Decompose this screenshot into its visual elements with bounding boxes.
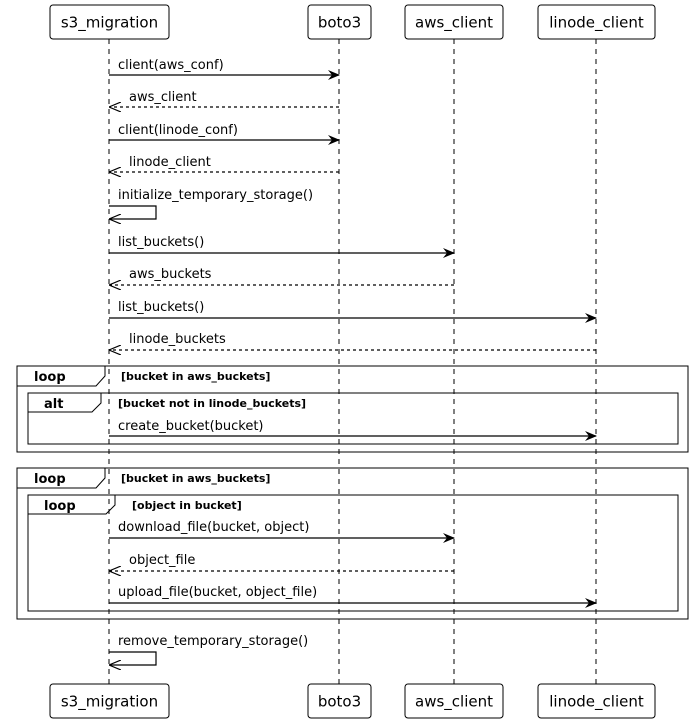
participant-label: linode_client (549, 14, 644, 33)
participant-label: aws_client (415, 693, 493, 712)
participant-label: boto3 (318, 693, 361, 711)
participant-box[interactable] (537, 683, 656, 719)
message-label: aws_buckets (129, 267, 212, 282)
fragment-frame (16, 365, 689, 453)
message-label: linode_buckets (129, 332, 226, 347)
message-label: object_file (129, 553, 195, 568)
lifelines (108, 39, 597, 684)
participant-label: boto3 (318, 14, 361, 32)
participants-top: s3_migration boto3 aws_client linode_cli… (49, 4, 656, 40)
fragment-tab (17, 366, 106, 387)
fragment-condition: [object in bucket] (132, 499, 242, 512)
message-label: list_buckets() (118, 235, 204, 250)
fragment-tab (28, 393, 102, 413)
fragment-tab (17, 468, 106, 489)
participant-box[interactable] (49, 4, 170, 40)
self-message-arrow (109, 205, 157, 219)
participant-label: aws_client (415, 14, 493, 33)
message-labels: client(aws_conf) aws_client client(linod… (118, 58, 317, 649)
participant-label: linode_client (549, 693, 644, 712)
message-label: initialize_temporary_storage() (118, 188, 313, 203)
self-message-arrow (109, 651, 157, 665)
fragment-condition: [bucket in aws_buckets] (121, 472, 270, 485)
participant-label: s3_migration (61, 14, 158, 33)
fragment-frame (27, 392, 679, 445)
participant-box[interactable] (307, 683, 372, 719)
message-label: list_buckets() (118, 300, 204, 315)
message-label: create_bucket(bucket) (118, 419, 264, 434)
fragment-kind: loop (34, 472, 66, 487)
participant-box[interactable] (404, 683, 504, 719)
participant-label: s3_migration (61, 693, 158, 712)
fragment-kind: alt (44, 397, 63, 412)
fragment-kind: loop (44, 499, 76, 514)
fragment-alt: alt [bucket not in linode_buckets] (27, 392, 679, 445)
fragment-loop-buckets: loop [bucket in aws_buckets] (16, 467, 689, 620)
participant-box[interactable] (404, 4, 504, 40)
fragment-tab (28, 495, 116, 515)
participants-bottom: s3_migration boto3 aws_client linode_cli… (49, 683, 656, 719)
fragment-loop-create: loop [bucket in aws_buckets] (16, 365, 689, 453)
fragment-condition: [bucket in aws_buckets] (121, 370, 270, 383)
participant-box[interactable] (307, 4, 372, 40)
message-label: remove_temporary_storage() (118, 634, 308, 649)
message-label: linode_client (129, 155, 211, 170)
message-label: aws_client (129, 90, 197, 105)
fragment-kind: loop (34, 370, 66, 385)
message-label: upload_file(bucket, object_file) (118, 585, 317, 600)
participant-box[interactable] (537, 4, 656, 40)
message-label: client(aws_conf) (118, 58, 224, 73)
fragment-condition: [bucket not in linode_buckets] (118, 397, 306, 410)
fragment-loop-objects: loop [object in bucket] (27, 494, 679, 612)
participant-box[interactable] (49, 683, 170, 719)
fragment-frame (27, 494, 679, 612)
messages (109, 70, 597, 665)
message-label: download_file(bucket, object) (118, 520, 309, 535)
message-label: client(linode_conf) (118, 123, 238, 138)
fragment-frame (16, 467, 689, 620)
